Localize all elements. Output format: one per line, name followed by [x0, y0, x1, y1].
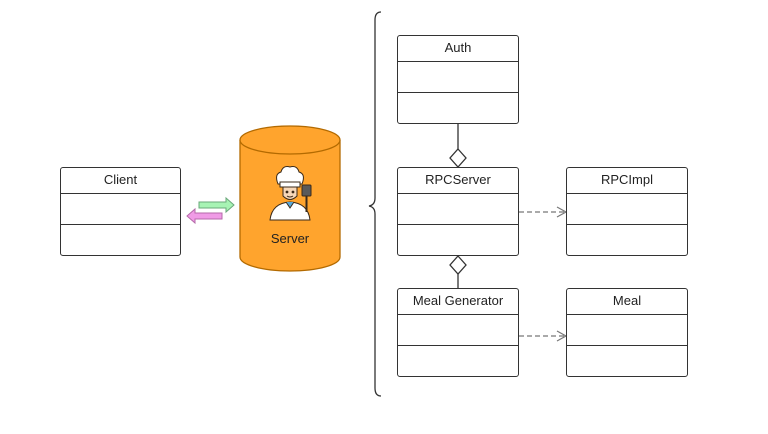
class-meal-generator-name: Meal Generator: [398, 289, 518, 315]
server-label: Server: [270, 231, 310, 246]
class-rpcimpl[interactable]: RPCImpl: [566, 167, 688, 256]
class-auth[interactable]: Auth: [397, 35, 519, 124]
mealgen-aggregation-diamond: [449, 255, 467, 275]
class-meal[interactable]: Meal: [566, 288, 688, 377]
class-auth-name: Auth: [398, 36, 518, 62]
class-client-name: Client: [61, 168, 180, 194]
class-rpcserver-name: RPCServer: [398, 168, 518, 194]
class-rpcimpl-attributes: [567, 194, 687, 225]
group-brace: [368, 11, 382, 397]
request-arrow: [198, 196, 235, 214]
response-arrow: [186, 207, 223, 225]
class-client[interactable]: Client: [60, 167, 181, 256]
class-meal-name: Meal: [567, 289, 687, 315]
class-meal-generator-attributes: [398, 315, 518, 346]
class-client-attributes: [61, 194, 180, 225]
class-meal-generator[interactable]: Meal Generator: [397, 288, 519, 377]
class-meal-attributes: [567, 315, 687, 346]
class-rpcserver[interactable]: RPCServer: [397, 167, 519, 256]
class-auth-attributes: [398, 62, 518, 93]
class-rpcimpl-name: RPCImpl: [567, 168, 687, 194]
class-rpcserver-attributes: [398, 194, 518, 225]
chef-icon: [269, 166, 312, 221]
auth-aggregation-diamond: [449, 148, 467, 168]
